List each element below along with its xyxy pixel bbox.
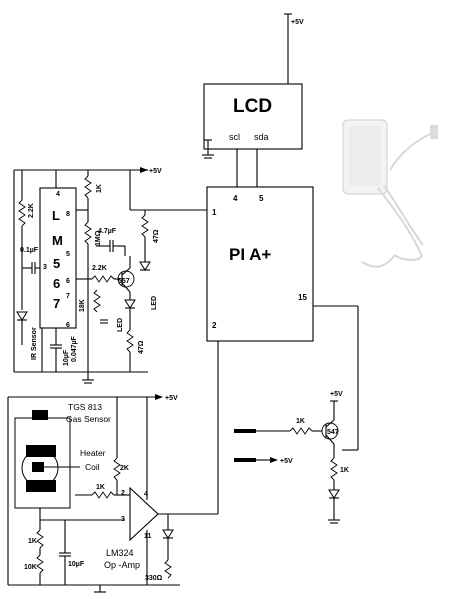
pi-board <box>206 186 314 342</box>
gas-sensor-sub: Gas Sensor <box>66 414 111 424</box>
timer-t-557: 557 <box>118 278 130 285</box>
gas-sensor-section: +5V TGS 813 Gas Sensor Heater Coil 2K 1K… <box>7 341 219 593</box>
timer-letter-7: 7 <box>53 296 60 311</box>
top-supply-label: +5V <box>291 19 304 26</box>
gas-r-2k: 2K <box>120 465 129 472</box>
timer-led1: LED <box>117 318 124 332</box>
pi-title: PI A+ <box>229 245 271 264</box>
opamp-pin11: 11 <box>144 533 152 540</box>
lcd-sda-label: sda <box>254 132 269 142</box>
opamp-name: LM324 <box>106 548 134 558</box>
pi-pin2: 2 <box>212 321 217 330</box>
timer-pin4: 4 <box>56 191 60 198</box>
timer-c-10uf: 10µF <box>63 349 70 366</box>
timer-c-4-7uf: 4.7µF <box>98 228 117 235</box>
opamp-pin2: 2 <box>121 490 125 497</box>
timer-pin7: 7 <box>66 293 70 300</box>
driver-out-supply: +5V <box>280 458 293 465</box>
power-adapter-image <box>336 103 444 273</box>
driver-r-1k: 1K <box>340 467 349 474</box>
gas-r-330: 330Ω <box>145 575 163 582</box>
gas-r-1k-b: 1K <box>28 538 37 545</box>
ir-sensor-label: IR Sensor <box>31 327 38 360</box>
timer-led2: LED <box>151 296 158 310</box>
heater-label: Heater <box>80 448 106 458</box>
gas-c-10uf: 10µF <box>68 561 85 568</box>
driver-r-1k-top: 1K <box>296 418 305 425</box>
pi-pin1: 1 <box>212 208 217 217</box>
timer-pin5: 5 <box>66 251 70 258</box>
timer-c-0-047uf: 0.047µF <box>71 335 78 362</box>
timer-letter-m: M <box>52 233 63 248</box>
timer-r-1m: 1MΩ <box>95 230 102 246</box>
pi-pin4: 4 <box>233 194 238 203</box>
timer-r-1k: 1K <box>96 184 103 193</box>
timer-c-0-1uf: 0.1µF <box>20 247 39 254</box>
timer-r-2-2k: 2.2K <box>92 265 107 272</box>
timer-pin6b: 6 <box>66 322 70 329</box>
pi-section: PI A+ 4 5 1 2 15 <box>206 186 314 342</box>
lm324-opamp <box>129 486 159 542</box>
gas-supply-label: +5V <box>165 395 178 402</box>
timer-letter-5: 5 <box>53 256 60 271</box>
gas-r-1k: 1K <box>96 484 105 491</box>
lcd-scl-label: scl <box>229 132 240 142</box>
lcd-module <box>203 83 303 150</box>
ir-timer-section: +5V L M 5 6 7 4 8 3 5 6 7 6 2.2K 0.1µF I… <box>13 167 207 384</box>
driver-supply: +5V <box>330 391 343 398</box>
gas-sensor-title: TGS 813 <box>68 402 102 412</box>
timer-pin6: 6 <box>66 278 70 285</box>
timer-r-2-2k-left: 2.2K <box>28 203 35 218</box>
timer-supply-label: +5V <box>149 168 162 175</box>
gas-r-10k: 10K <box>24 564 37 571</box>
timer-ic <box>39 187 77 329</box>
timer-r-47: 47Ω <box>138 340 145 354</box>
timer-r-18k: 18K <box>79 299 86 312</box>
driver-transistor: 547 <box>327 429 339 436</box>
lcd-title: LCD <box>233 96 272 117</box>
timer-r-470: 47Ω <box>153 229 160 243</box>
timer-pin3: 3 <box>43 264 47 271</box>
driver-section: 1K 547 +5V 1K +5V <box>234 305 359 524</box>
timer-letter-6: 6 <box>53 276 60 291</box>
pi-pin15: 15 <box>298 293 307 302</box>
coil-label: Coil <box>85 462 100 472</box>
pi-pin5: 5 <box>259 194 264 203</box>
opamp-sub: Op -Amp <box>104 560 140 570</box>
opamp-pin4: 4 <box>144 491 148 498</box>
lcd-section: +5V LCD scl sda <box>202 13 304 187</box>
timer-pin8: 8 <box>66 211 70 218</box>
timer-letter-l: L <box>52 208 60 223</box>
